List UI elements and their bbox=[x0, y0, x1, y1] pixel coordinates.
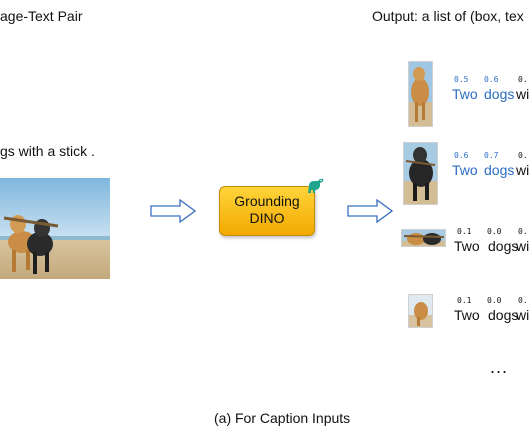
row3-word-2: dogs bbox=[488, 238, 519, 254]
input-image bbox=[0, 178, 110, 279]
output-crop-4 bbox=[408, 294, 433, 328]
row2-word-2: dogs bbox=[484, 162, 515, 178]
row2-score-2: 0.7 bbox=[484, 151, 499, 160]
grounding-dino-box: Grounding DINO bbox=[219, 186, 315, 236]
output-header: Output: a list of (box, tex bbox=[372, 8, 524, 24]
row1-score-1: 0.5 bbox=[454, 75, 469, 84]
row3-word-3: wi bbox=[516, 238, 530, 254]
figure-caption: (a) For Caption Inputs bbox=[214, 410, 351, 426]
row4-word-2: dogs bbox=[488, 307, 519, 323]
row2-score-1: 0.6 bbox=[454, 151, 469, 160]
row1-word-1: Two bbox=[452, 86, 478, 102]
input-header: age-Text Pair bbox=[0, 8, 83, 24]
arrow-to-model bbox=[150, 199, 196, 223]
model-name-line2: DINO bbox=[249, 210, 285, 226]
row1-score-2: 0.6 bbox=[484, 75, 499, 84]
dinosaur-icon bbox=[308, 178, 324, 193]
row3-score-3: 0. bbox=[518, 227, 528, 236]
input-caption: gs with a stick . bbox=[0, 143, 95, 159]
row2-word-3: wi bbox=[516, 162, 530, 178]
row4-score-1: 0.1 bbox=[457, 296, 472, 305]
row2-score-3: 0. bbox=[518, 151, 528, 160]
row4-word-3: wi bbox=[516, 307, 530, 323]
row1-score-3: 0. bbox=[518, 75, 528, 84]
row4-score-3: 0. bbox=[518, 296, 528, 305]
row3-word-1: Two bbox=[454, 238, 480, 254]
row1-word-2: dogs bbox=[484, 86, 515, 102]
model-name-line1: Grounding bbox=[234, 193, 300, 209]
more-results-ellipsis: ... bbox=[490, 357, 509, 377]
row1-word-3: wi bbox=[516, 86, 530, 102]
output-crop-1 bbox=[408, 61, 433, 127]
output-crop-3 bbox=[401, 229, 446, 247]
row3-score-2: 0.0 bbox=[487, 227, 502, 236]
row2-word-1: Two bbox=[452, 162, 478, 178]
row4-score-2: 0.0 bbox=[487, 296, 502, 305]
row4-word-1: Two bbox=[454, 307, 480, 323]
row3-score-1: 0.1 bbox=[457, 227, 472, 236]
output-crop-2 bbox=[403, 142, 438, 205]
arrow-to-output bbox=[347, 199, 393, 223]
